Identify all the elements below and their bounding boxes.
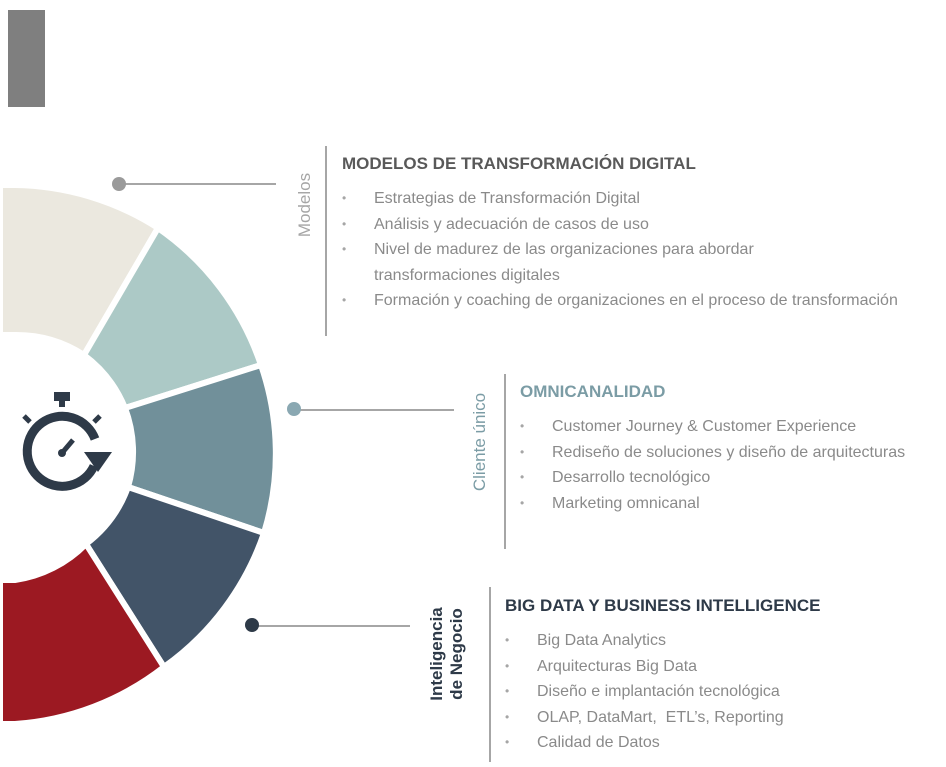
- connector-dot-1: [112, 177, 126, 191]
- section-label-inteligencia-de-negocio: Inteligencia de Negocio: [427, 599, 471, 709]
- list-item: Big Data Analytics: [505, 628, 935, 654]
- section-list-modelos: Estrategias de Transformación Digital An…: [342, 186, 912, 314]
- connector-dot-2: [287, 402, 301, 416]
- section-list-big-data: Big Data Analytics Arquitecturas Big Dat…: [505, 628, 935, 756]
- section-label-line-2: de Negocio: [446, 608, 466, 700]
- list-item: Rediseño de soluciones y diseño de arqui…: [520, 440, 946, 466]
- list-item: OLAP, DataMart, ETL’s, Reporting: [505, 705, 935, 731]
- list-item: Nivel de madurez de las organizaciones p…: [342, 237, 912, 288]
- section-divider-3: [489, 587, 491, 762]
- section-divider-2: [504, 374, 506, 549]
- list-item: Arquitecturas Big Data: [505, 654, 935, 680]
- section-label-modelos: Modelos: [295, 172, 314, 238]
- stopwatch-refresh-icon: [22, 392, 112, 491]
- connector-line-3: [252, 625, 410, 627]
- list-item: Diseño e implantación tecnológica: [505, 679, 935, 705]
- list-item: Formación y coaching de organizaciones e…: [342, 288, 912, 314]
- connector-dot-3: [245, 618, 259, 632]
- list-item: Marketing omnicanal: [520, 491, 946, 517]
- list-item: Calidad de Datos: [505, 730, 935, 756]
- list-item: Análisis y adecuación de casos de uso: [342, 212, 912, 238]
- list-item: Customer Journey & Customer Experience: [520, 414, 946, 440]
- section-title-omnicanalidad: OMNICANALIDAD: [520, 382, 666, 401]
- section-title-modelos: MODELOS DE TRANSFORMACIÓN DIGITAL: [342, 154, 696, 173]
- ring-segment-2: [80, 223, 265, 412]
- connector-line-1: [118, 183, 276, 185]
- section-label-line-1: Inteligencia: [427, 607, 446, 701]
- ring-segment-5: [0, 539, 168, 727]
- ring-segment-1: [0, 182, 163, 360]
- connector-line-2: [294, 409, 454, 411]
- section-title-big-data: BIG DATA Y BUSINESS INTELLIGENCE: [505, 596, 821, 615]
- list-item: Estrategias de Transformación Digital: [342, 186, 912, 212]
- section-list-omnicanalidad: Customer Journey & Customer Experience R…: [520, 414, 946, 516]
- ring-segment-4: [81, 483, 268, 672]
- section-divider-1: [325, 146, 327, 336]
- section-label-cliente-unico: Cliente único: [470, 392, 489, 492]
- segmented-ring: [0, 182, 279, 727]
- header-accent-bar: [8, 10, 45, 107]
- list-item: Desarrollo tecnológico: [520, 465, 946, 491]
